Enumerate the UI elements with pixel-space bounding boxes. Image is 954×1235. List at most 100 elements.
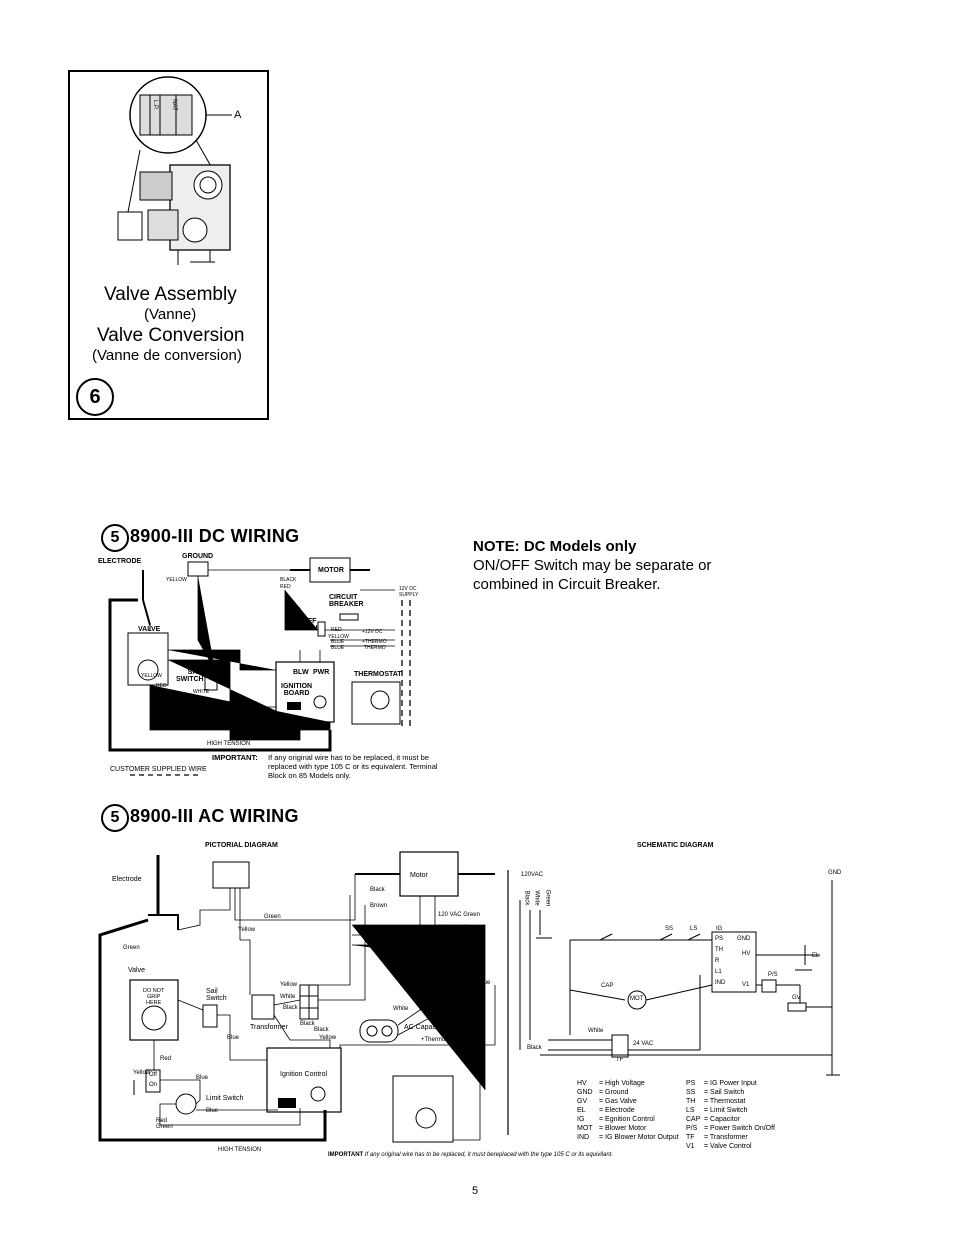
page-number: 5 <box>472 1185 479 1197</box>
ac-wire-red-green: Red Green <box>156 1118 173 1130</box>
legend-item: LS= Limit Switch <box>686 1107 748 1114</box>
ac-label-limit-switch: Limit Switch <box>206 1095 244 1102</box>
legend-item: MOT= Blower Motor <box>577 1125 647 1132</box>
dc-wire-blue-1: BLUE <box>331 639 345 645</box>
legend-item: CAP= Capacitor <box>686 1116 741 1123</box>
dc-wire-yellow-4: YELLOW <box>245 734 266 740</box>
legend-item: GND= Ground <box>577 1089 629 1096</box>
figure-6-number: 6 <box>76 378 114 416</box>
ac-wire-blue-1: Blue <box>227 1035 240 1041</box>
schematic-24vac: 24 VAC <box>633 1041 654 1047</box>
legend-item: GV= Gas Valve <box>577 1098 637 1105</box>
dc-wire-blue-3: BLUE <box>244 715 258 721</box>
ac-label-transformer: Transformer <box>250 1024 288 1031</box>
dc-label-ground: GROUND <box>182 553 214 560</box>
ac-wire-red-1: Red <box>160 1056 172 1062</box>
ac-wire-black-2: Black <box>283 1005 298 1011</box>
legend-item: TF= Transformer <box>686 1134 748 1141</box>
ac-label-on: On <box>149 1082 158 1088</box>
dc-wire-blue-2: BLUE <box>331 645 345 651</box>
fig6-title-vanne-de-conversion: (Vanne de conversion) <box>92 347 242 364</box>
dc-wire-black: BLACK <box>280 577 297 583</box>
ac-wiring-heading: 8900-III AC WIRING <box>130 806 299 826</box>
schematic-ig-pin-r: R <box>715 958 720 964</box>
dc-wire-red-4: RED <box>156 683 167 689</box>
legend-item: TH= Thermostat <box>686 1098 746 1105</box>
schematic-white: White <box>533 890 540 906</box>
dc-wire-thermo: THERMO <box>364 645 386 651</box>
figure-6-frame <box>68 70 269 420</box>
schematic-gnd: GND <box>828 870 842 876</box>
dc-label-electrode: ELECTRODE <box>98 558 142 565</box>
dc-important-label: IMPORTANT: <box>212 753 258 762</box>
dc-label-circuit-breaker: CIRCUIT BREAKER <box>329 594 364 608</box>
dc-label-blw: BLW <box>293 669 309 676</box>
dc-wire-red-5: RED <box>244 722 255 728</box>
ac-wire-green-1: Green <box>264 914 281 920</box>
legend-item: SS= Sail Switch <box>686 1089 745 1096</box>
dc-label-high-tension: HIGH TENSION <box>207 741 251 747</box>
dc-wire-white: WHITE <box>193 689 210 695</box>
legend-item: IG= Egnition Control <box>577 1116 655 1123</box>
ac-label-ignition-control: Ignition Control <box>280 1071 328 1078</box>
schematic-hv: HV <box>742 951 751 957</box>
schematic-black-2: Black <box>527 1045 542 1051</box>
legend-item: EL= Electrode <box>577 1107 635 1114</box>
ac-important-label: IMPORTANT <box>328 1152 364 1158</box>
callout-a: A <box>234 109 242 121</box>
schematic-ig-pin-ind: IND <box>715 980 726 986</box>
fig6-title-valve-conversion: Valve Conversion <box>97 325 245 346</box>
ac-wire-120-green: 120 VAC Green <box>438 912 480 918</box>
schematic-ig-pin-ps: PS <box>715 936 724 942</box>
dc-wire-yellow-1: YELLOW <box>166 577 187 583</box>
dc-important-text: If any original wire has to be replaced,… <box>268 753 438 780</box>
schematic-ig-pin-l1: L1 <box>715 969 722 975</box>
dc-label-valve: VALVE <box>138 626 161 633</box>
ac-important-note: IMPORTANT If any original wire has to be… <box>328 1152 613 1158</box>
schematic-cap: CAP <box>601 983 614 989</box>
dc-wiring-heading: 8900-III DC WIRING <box>130 526 300 546</box>
ac-wire-yellow-2: Yellow <box>280 982 298 988</box>
schematic-black: Black <box>523 890 530 906</box>
ac-wire-blue-3: Blue <box>206 1108 219 1114</box>
dc-label-supply: 12V DC SUPPLY <box>399 586 419 598</box>
dc-note-heading: NOTE: DC Models only <box>473 538 637 555</box>
schematic-ig-pin-gnd: GND <box>737 936 751 942</box>
ac-wire-yellow-3: Yellow <box>319 1035 337 1041</box>
ac-wire-black-3: Black <box>300 1021 315 1027</box>
ac-label-capacitor: AC Capacitor Motor Run <box>404 1024 481 1031</box>
ac-wire-white-2: White <box>393 1006 409 1012</box>
dc-wire-yellow-2: YELLOW <box>328 634 349 640</box>
dc-wire-red-2: RED <box>290 607 301 613</box>
legend-item: P/S= Power Switch On/Off <box>686 1125 775 1132</box>
ac-wire-white-1: White <box>280 994 296 1000</box>
dc-label-motor: MOTOR <box>318 567 344 574</box>
ac-label-do-not-grip: DO NOT GRIP HERE <box>143 988 165 1006</box>
schematic-ig-pin-th: TH <box>715 947 723 953</box>
legend-left: HV= High Voltage GND= Ground GV= Gas Val… <box>577 1079 679 1142</box>
dc-note-body: ON/OFF Switch may be separate or combine… <box>473 557 712 593</box>
schematic-el: EL <box>812 953 820 959</box>
ac-wire-yellow-1: Yellow <box>238 927 256 933</box>
legend-right: PS= IG Power Input SS= Sail Switch TH= T… <box>686 1079 775 1151</box>
ac-label-motor: Motor <box>410 872 428 879</box>
dc-figure-number: 5 <box>101 524 129 552</box>
schematic-gv: GV <box>792 995 801 1001</box>
schematic-120vac: 120VAC <box>521 872 543 878</box>
ac-wire-120-white: 120 VAC White <box>438 935 479 941</box>
ac-wire-thermo-blue: Thermo Blue <box>456 980 491 986</box>
legend-item: IND= IG Blower Motor Output <box>577 1134 679 1141</box>
schematic-ss: SS <box>665 926 674 932</box>
schematic-green: Green <box>544 889 551 907</box>
schematic-ls: LS <box>690 926 698 932</box>
schematic-mot: MOT <box>630 996 644 1002</box>
legend-item: HV= High Voltage <box>577 1080 645 1087</box>
dc-label-onoff-switch: ON/OFF SWITCH <box>290 618 318 632</box>
schematic-ig: IG <box>716 926 723 932</box>
ac-wire-black-1: Black <box>370 887 385 893</box>
ac-pictorial-title: PICTORIAL DIAGRAM <box>205 842 278 849</box>
dc-label-ignition-board: IGNITION BOARD <box>281 683 313 697</box>
dc-wire-plus12: +12V DC <box>362 629 383 635</box>
